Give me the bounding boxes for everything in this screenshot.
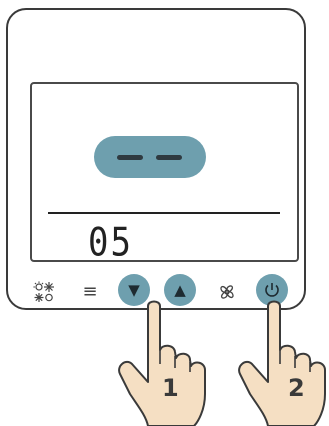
callout-number-2: 2 bbox=[288, 374, 305, 402]
timer-readout: 05 bbox=[88, 220, 133, 266]
pointing-hand-icon: 1 bbox=[118, 298, 213, 426]
remote-controller: 05 ≡ ▼ ▲ bbox=[6, 8, 306, 310]
display-divider bbox=[48, 212, 280, 214]
dash-right bbox=[156, 155, 182, 160]
fan-icon[interactable] bbox=[215, 280, 239, 304]
callout-number-1: 1 bbox=[162, 374, 179, 402]
pointing-hand-icon: 2 bbox=[238, 298, 329, 426]
dash-left bbox=[117, 155, 143, 160]
menu-icon[interactable]: ≡ bbox=[80, 279, 100, 303]
sun-snowflake-mode-icon[interactable] bbox=[32, 280, 56, 304]
lcd-display: 05 bbox=[30, 82, 299, 262]
power-icon bbox=[263, 281, 281, 299]
temperature-blank-indicator bbox=[94, 136, 206, 178]
